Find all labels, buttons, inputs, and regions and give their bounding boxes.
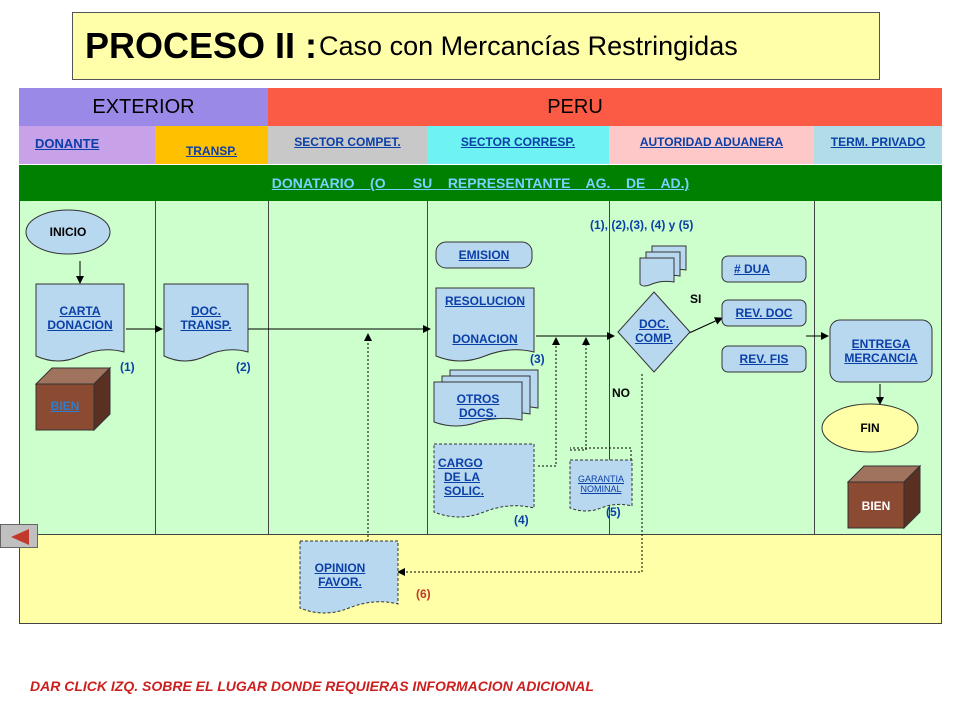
lane-autoridad[interactable]: AUTORIDAD ADUANERA: [609, 126, 814, 164]
lane-donante-label[interactable]: DONANTE: [35, 136, 100, 151]
end-node[interactable]: FIN: [860, 421, 880, 435]
bien-left-label[interactable]: BIEN: [50, 399, 80, 413]
lane-donante[interactable]: DONANTE: [19, 126, 155, 164]
rev-fis-label[interactable]: REV. FIS: [739, 352, 789, 366]
lane-divider: [427, 201, 428, 534]
lane-divider: [814, 201, 815, 534]
title-sub: Caso con Mercancías Restringidas: [319, 30, 738, 61]
resolucion-node[interactable]: RESOLUCION DONACION: [436, 294, 534, 346]
label-2: (2): [236, 360, 251, 374]
lane-divider: [609, 201, 610, 534]
carta-label-2[interactable]: DONACION: [47, 318, 113, 332]
dua-label[interactable]: # DUA: [733, 262, 770, 276]
bien-right-node[interactable]: BIEN: [861, 499, 891, 513]
entrega-label-1[interactable]: ENTREGA: [851, 337, 911, 351]
lane-sector-corresp[interactable]: SECTOR CORRESP.: [427, 126, 609, 164]
lane-transp-label[interactable]: TRANSP.: [185, 144, 238, 158]
otros-label-1[interactable]: OTROS: [456, 392, 500, 406]
emision-label[interactable]: EMISION: [458, 248, 510, 262]
opinion-label-2[interactable]: FAVOR.: [318, 575, 362, 589]
lane-autoridad-label[interactable]: AUTORIDAD ADUANERA: [639, 135, 784, 149]
doc-transp-label-2[interactable]: TRANSP.: [180, 318, 232, 332]
doc-transp-label-1[interactable]: DOC.: [191, 304, 221, 318]
lane-sector-compet[interactable]: SECTOR COMPET.: [268, 126, 427, 164]
label-6: (6): [416, 587, 431, 601]
garantia-nominal-node[interactable]: GARANTIA NOMINAL: [570, 470, 632, 498]
resolucion-label-2[interactable]: DONACION: [452, 332, 518, 346]
lane-divider: [155, 201, 156, 534]
otros-label-2[interactable]: DOCS.: [458, 406, 497, 420]
label-5: (5): [606, 505, 621, 519]
bottom-area: [19, 534, 942, 624]
carta-label-1[interactable]: CARTA: [59, 304, 101, 318]
cargo-solic-node[interactable]: CARGO DE LA SOLIC.: [438, 450, 502, 504]
lane-sector-corresp-label[interactable]: SECTOR CORRESP.: [460, 135, 576, 149]
lane-divider: [268, 201, 269, 534]
label-3: (3): [530, 352, 545, 366]
garantia-label-2[interactable]: NOMINAL: [580, 484, 622, 494]
header-exterior: EXTERIOR: [19, 88, 268, 126]
garantia-label-1[interactable]: GARANTIA: [577, 474, 624, 484]
entrega-mercancia-node[interactable]: ENTREGA MERCANCIA: [830, 326, 932, 376]
back-button[interactable]: [0, 524, 38, 548]
title-box: PROCESO II : Caso con Mercancías Restrin…: [72, 12, 880, 80]
start-node[interactable]: INICIO: [49, 225, 87, 239]
lane-sector-compet-label[interactable]: SECTOR COMPET.: [294, 135, 401, 149]
doc-transp-node[interactable]: DOC. TRANSP.: [164, 298, 248, 338]
lane-term-privado[interactable]: TERM. PRIVADO: [814, 126, 942, 164]
doc-comp-label-1[interactable]: DOC.: [639, 317, 669, 331]
lane-transp[interactable]: TRANSP.: [155, 126, 268, 164]
resolucion-label-1[interactable]: RESOLUCION: [444, 294, 525, 308]
rev-fis-node[interactable]: REV. FIS: [722, 346, 806, 372]
bien-left-node[interactable]: BIEN: [36, 396, 94, 416]
rev-doc-label[interactable]: REV. DOC: [735, 306, 793, 320]
entrega-label-2[interactable]: MERCANCIA: [844, 351, 918, 365]
header-peru: PERU: [268, 88, 942, 126]
lane-term-privado-label[interactable]: TERM. PRIVADO: [830, 135, 926, 149]
cargo-label-1[interactable]: CARGO: [438, 456, 483, 470]
emision-node[interactable]: EMISION: [436, 243, 532, 267]
label-1: (1): [120, 360, 135, 374]
opinion-label-1[interactable]: OPINION: [314, 561, 366, 575]
opinion-favor-node[interactable]: OPINION FAVOR.: [300, 555, 380, 595]
doc-comp-label-2[interactable]: COMP.: [635, 331, 673, 345]
cargo-label-3[interactable]: SOLIC.: [444, 484, 485, 498]
otros-docs-node[interactable]: OTROS DOCS.: [434, 388, 522, 424]
carta-donacion-node[interactable]: CARTA DONACION: [36, 298, 124, 338]
label-4: (4): [514, 513, 529, 527]
no-label: NO: [612, 386, 630, 400]
donatario-label[interactable]: DONATARIO (O SU REPRESENTANTE AG. DE AD.…: [271, 175, 690, 191]
yes-label: SI: [690, 292, 702, 306]
dua-node[interactable]: # DUA: [722, 256, 782, 282]
doc-comp-node[interactable]: DOC. COMP.: [624, 312, 684, 350]
title-main: PROCESO II :: [85, 25, 318, 66]
cargo-label-2[interactable]: DE LA: [444, 470, 480, 484]
footer-instruction: DAR CLICK IZQ. SOBRE EL LUGAR DONDE REQU…: [30, 678, 594, 694]
left-arrow-icon: [11, 529, 29, 545]
required-docs-label: (1), (2),(3), (4) y (5): [590, 218, 694, 232]
rev-doc-node[interactable]: REV. DOC: [722, 300, 806, 326]
donatario-band[interactable]: DONATARIO (O SU REPRESENTANTE AG. DE AD.…: [19, 165, 942, 201]
